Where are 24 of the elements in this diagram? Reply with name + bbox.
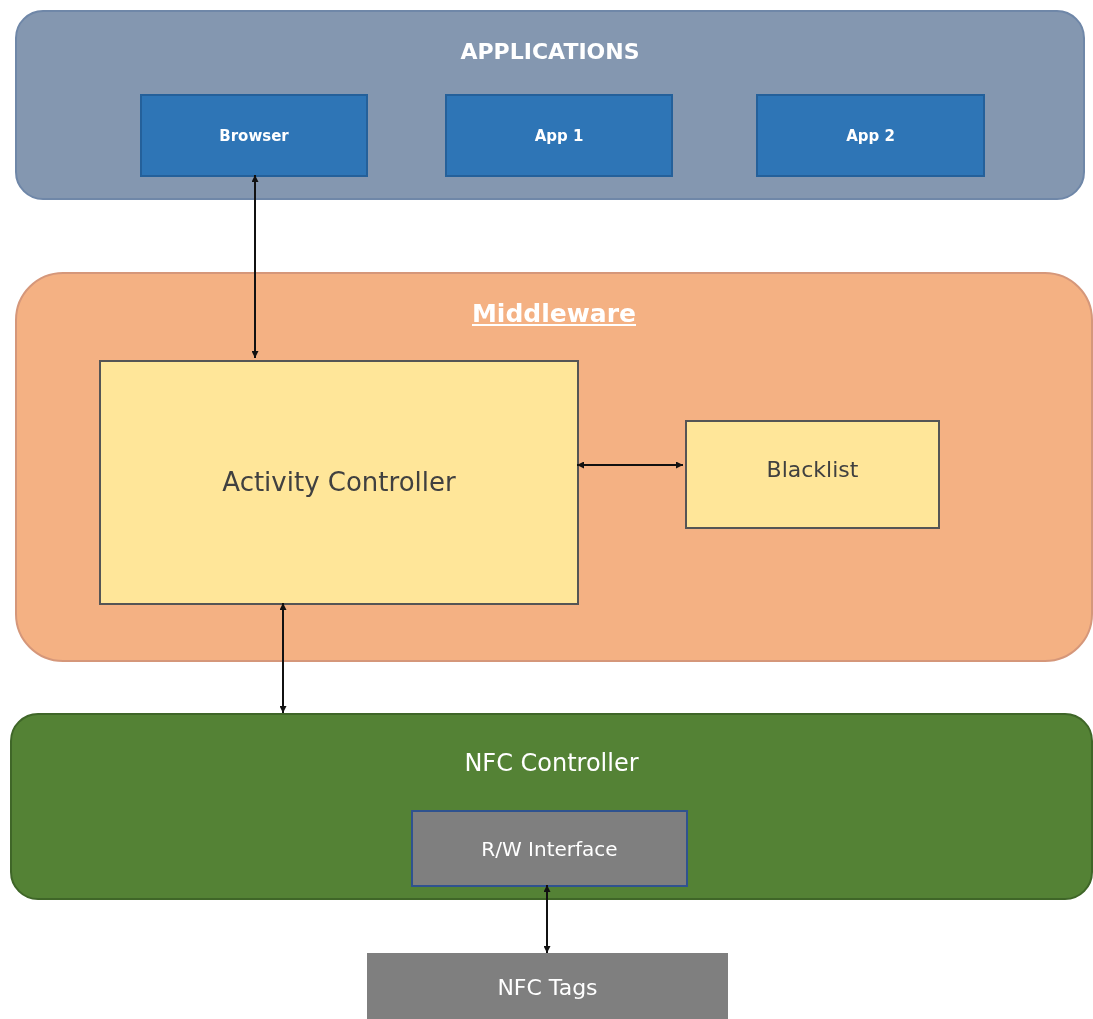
double-arrow: [576, 461, 684, 469]
box-label: Blacklist: [766, 456, 859, 482]
layer-panel: [10, 713, 1093, 900]
layer-title: Middleware: [472, 299, 636, 328]
layer-panel: [15, 10, 1085, 200]
component-box: [140, 94, 368, 177]
double-arrow: [543, 884, 551, 954]
component-box: [367, 953, 728, 1019]
component-box: [411, 810, 688, 887]
box-label: App 1: [534, 126, 584, 145]
component-box: [445, 94, 673, 177]
box-label: Browser: [219, 126, 289, 145]
component-box: [756, 94, 985, 177]
layer-title: NFC Controller: [464, 748, 639, 777]
layer-panel: [15, 272, 1093, 662]
component-box: [685, 420, 940, 529]
box-label: Activity Controller: [222, 466, 456, 497]
double-arrow: [279, 602, 287, 714]
component-box: [99, 360, 579, 605]
layer-title: APPLICATIONS: [460, 38, 640, 64]
box-label: R/W Interface: [481, 836, 618, 861]
double-arrow: [251, 174, 259, 359]
box-label: App 2: [846, 126, 895, 145]
box-label: NFC Tags: [497, 974, 598, 1000]
